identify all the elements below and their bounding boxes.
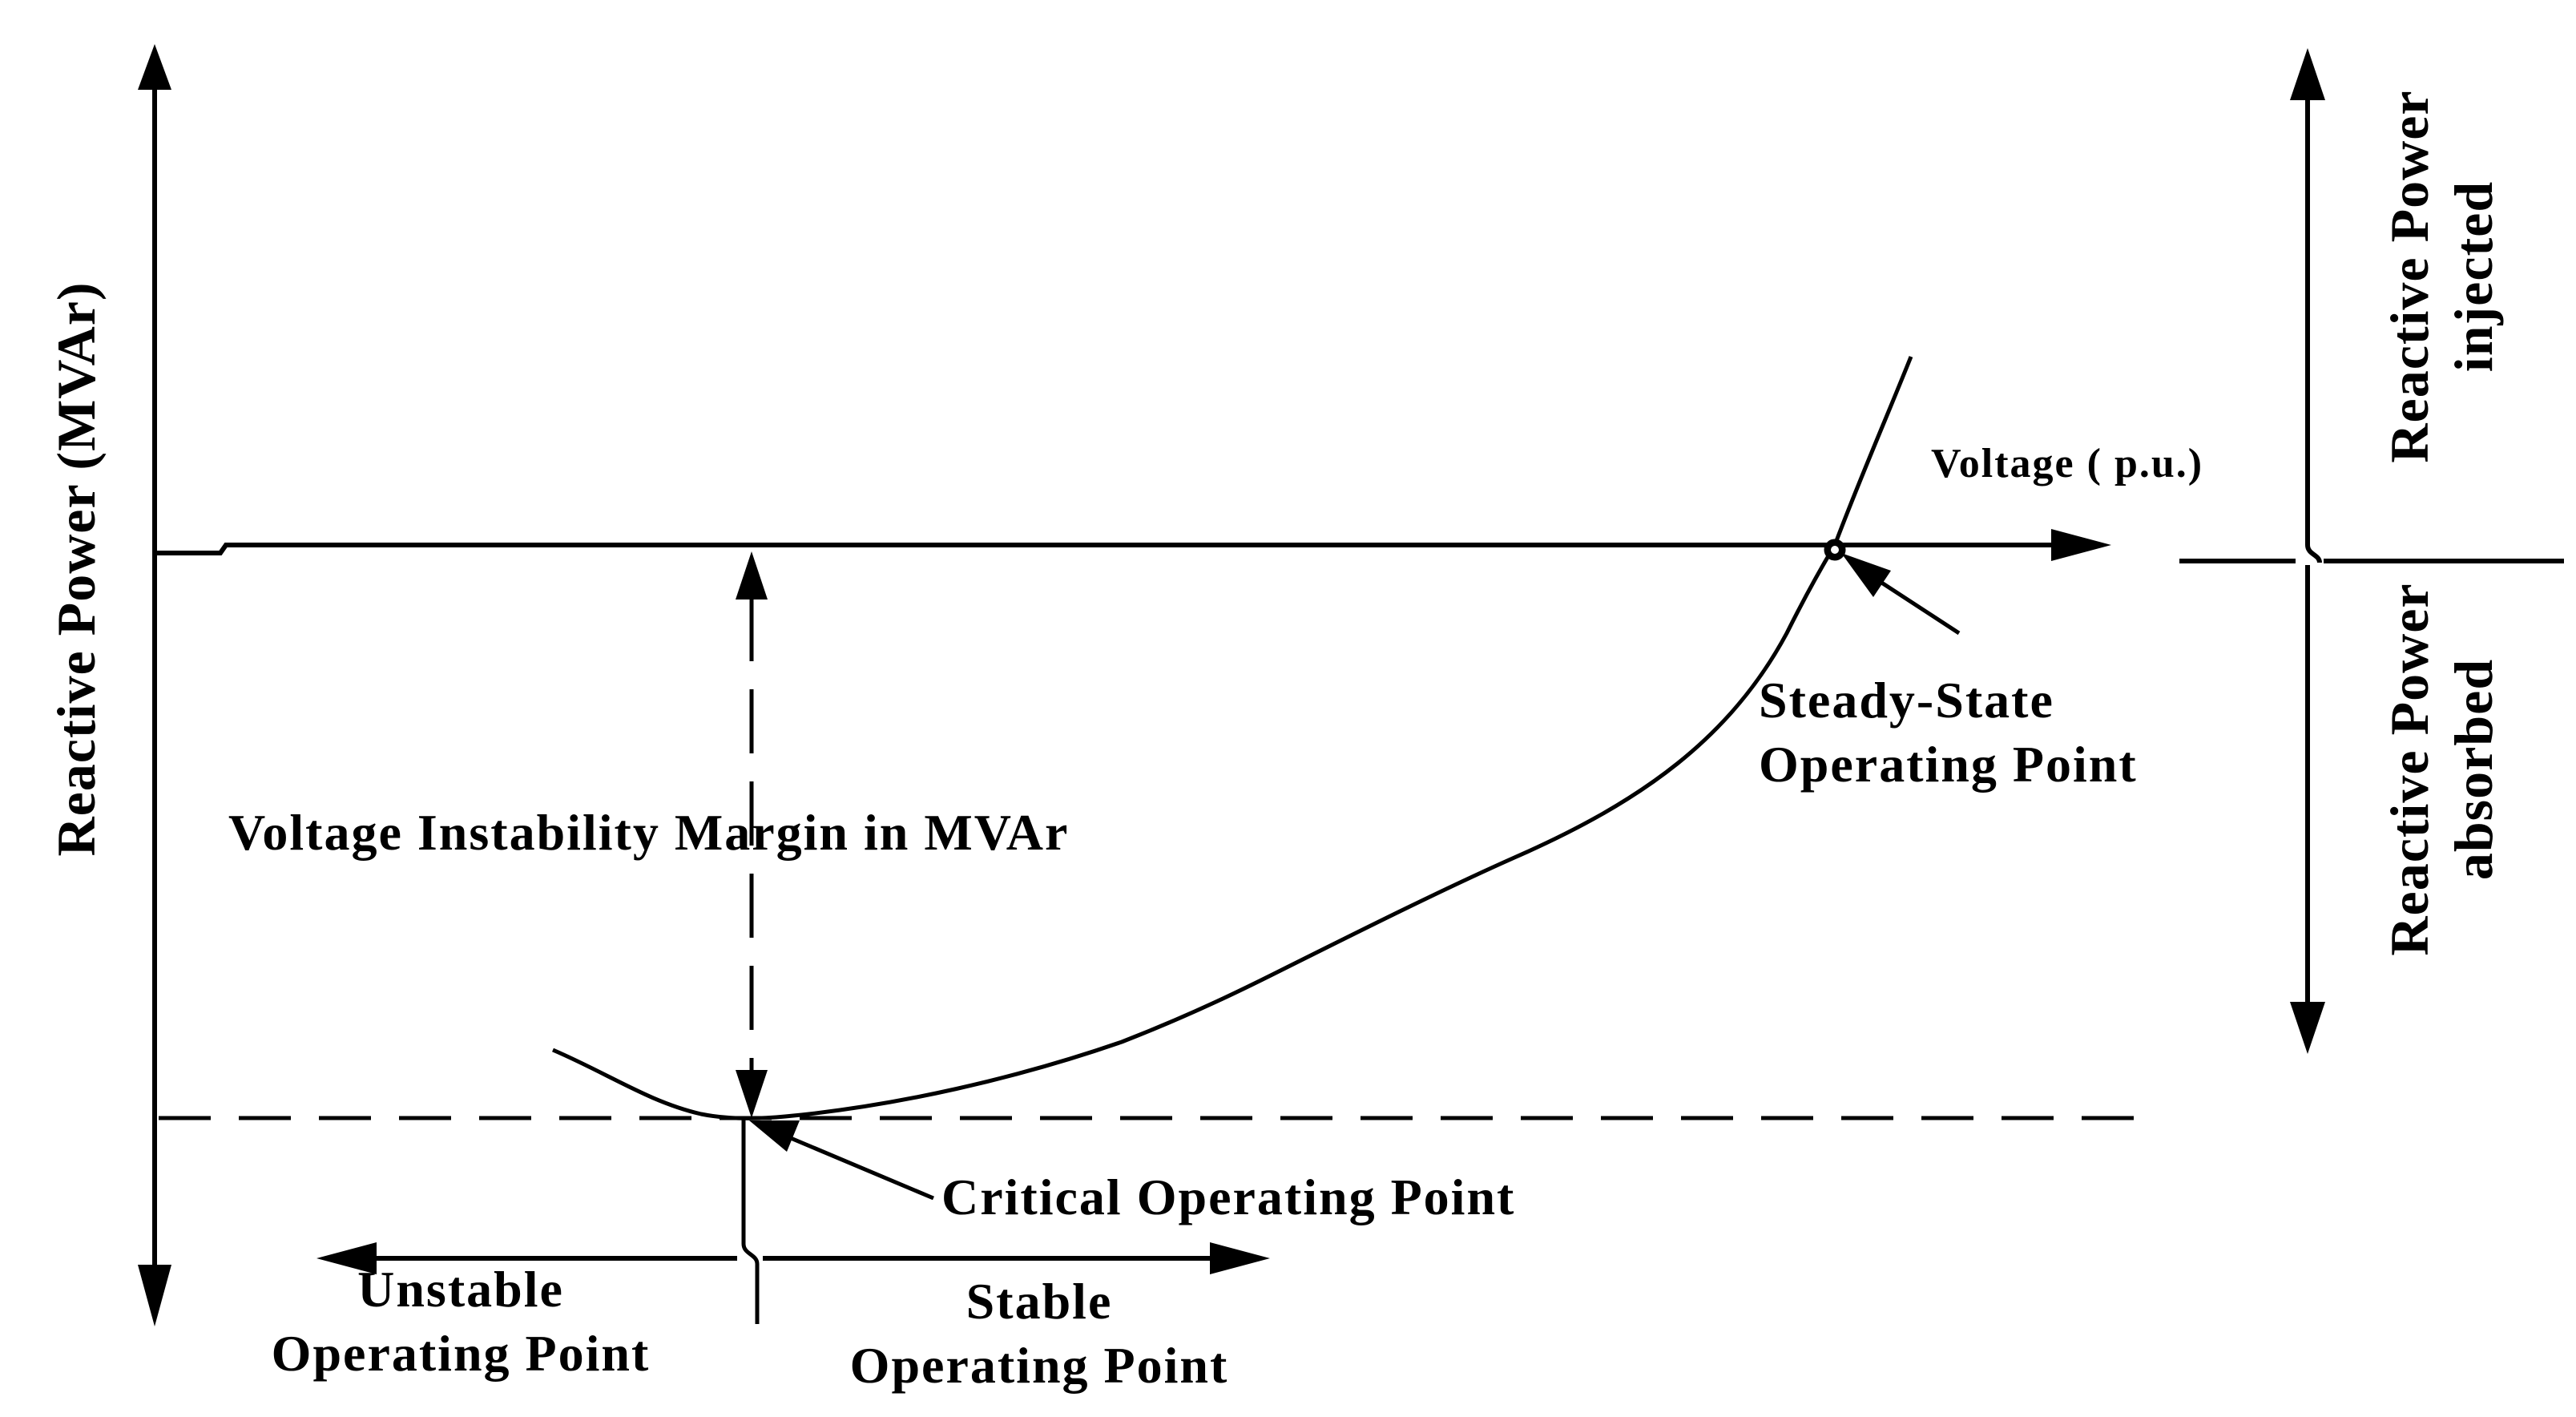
voltage-axis (155, 529, 2111, 561)
critical-point-pointer (749, 1120, 934, 1201)
axis-arrow-up-icon (138, 44, 171, 90)
x-axis-label: Voltage ( p.u.) (1931, 441, 2203, 486)
y-axis-label: Reactive Power (MVAr) (46, 281, 107, 856)
steady-state-pointer (1841, 553, 1961, 636)
critical-point-label: Critical Operating Point (941, 1169, 1515, 1225)
margin-label: Voltage Instability Margin in MVAr (228, 804, 1069, 861)
absorbed-label-line2: absorbed (2443, 659, 2504, 880)
unstable-label-line2: Operating Point (272, 1325, 651, 1382)
injected-label-line1: Reactive Power (2379, 90, 2440, 462)
stable-arrow-right-icon (1210, 1242, 1270, 1274)
critical-divider-line (741, 1118, 760, 1324)
axis-arrow-down-icon (138, 1265, 171, 1326)
absorbed-arrow-down-icon (2290, 1002, 2325, 1054)
injected-arrow-up-icon (2290, 48, 2325, 100)
margin-dashed-arrow (736, 551, 768, 1118)
pointer-arrow-icon (1841, 553, 1891, 597)
steady-state-label-line2: Operating Point (1759, 736, 2138, 793)
injected-label-line2: injected (2443, 181, 2504, 372)
unstable-arrow-left-icon (316, 1242, 377, 1274)
margin-arrow-up-icon (736, 551, 768, 600)
steady-state-label-line1: Steady-State (1759, 672, 2054, 729)
injected-absorbed-indicator (2179, 48, 2564, 1054)
absorbed-label-line1: Reactive Power (2379, 583, 2440, 955)
stable-label-line2: Operating Point (850, 1337, 1229, 1394)
axis-arrow-right-icon (2051, 529, 2111, 561)
margin-arrow-down-icon (736, 1070, 768, 1118)
unstable-label-line1: Unstable (357, 1261, 564, 1318)
reactive-power-axis (138, 44, 171, 1326)
qv-curve (552, 356, 1913, 1120)
stability-direction-arrows (316, 1242, 1270, 1274)
critical-pointer-arrow-icon (749, 1120, 800, 1152)
stable-label-line1: Stable (966, 1273, 1113, 1330)
